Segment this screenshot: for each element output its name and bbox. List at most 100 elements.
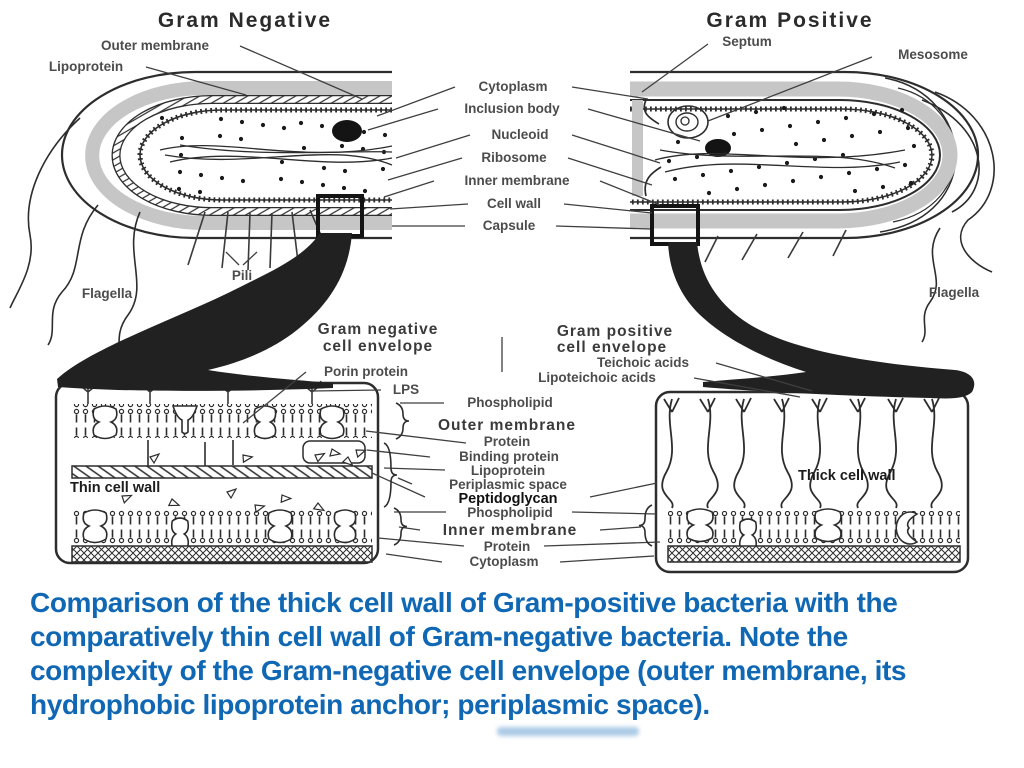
- leader-line: [242, 251, 258, 266]
- leader-line: [571, 134, 661, 164]
- ribosome-dot: [380, 166, 386, 172]
- teichoic-branch: [849, 397, 866, 413]
- septum-wall: [632, 100, 643, 196]
- periplasmic-particles: [121, 448, 368, 514]
- ribosome-dot: [731, 131, 737, 137]
- teichoic-strand: [885, 398, 898, 509]
- ribosome-dot: [666, 158, 672, 164]
- leader-line: [555, 225, 651, 230]
- pilus: [291, 211, 299, 263]
- label-thin-cell-wall: Thin cell wall: [70, 480, 160, 496]
- leader-line: [383, 467, 446, 471]
- leader-line: [385, 553, 443, 563]
- flagella-root: [704, 235, 719, 263]
- leader-line: [366, 449, 431, 458]
- brace: [638, 504, 653, 547]
- membrane-protein: [171, 405, 199, 435]
- leader-line: [371, 472, 426, 498]
- cytoplasm-band: [71, 545, 373, 563]
- ribosome-dot: [874, 166, 880, 172]
- label-protein-bottom: Protein: [484, 539, 531, 554]
- ribosome-dot: [177, 169, 183, 175]
- ribosome-dot: [197, 189, 203, 195]
- leader-line: [571, 511, 657, 515]
- leader-line: [707, 56, 873, 122]
- periplasmic-particle: [329, 448, 342, 457]
- title-gram-negative: Gram Negative: [158, 9, 332, 32]
- leader-line: [225, 251, 240, 266]
- ribosome-dot: [320, 182, 326, 188]
- leader-line: [383, 180, 435, 198]
- ribosome-dot: [361, 129, 367, 135]
- env-title-gn-1: Gram negative: [318, 321, 439, 338]
- grouping-braces: [383, 402, 653, 547]
- leader-line: [311, 389, 382, 392]
- teichoic-branch: [887, 397, 904, 413]
- ribosome-dot: [759, 127, 765, 133]
- leader-line: [367, 108, 439, 131]
- env-title-gp-2: cell envelope: [557, 339, 667, 356]
- ribosome-dot: [880, 184, 886, 190]
- ribosome-dot: [911, 143, 917, 149]
- periplasmic-particle: [226, 487, 238, 500]
- nucleoid-strands: [654, 149, 906, 173]
- leader-line: [567, 157, 653, 186]
- ribosome-dots: [666, 105, 917, 196]
- leader-line: [641, 43, 709, 93]
- ribosome-dot: [694, 154, 700, 160]
- label-cytoplasm-env: Cytoplasm: [469, 554, 538, 569]
- teichoic-branch: [773, 397, 790, 413]
- label-nucleoid: Nucleoid: [491, 127, 548, 142]
- magnification-funnel-right: [668, 242, 975, 399]
- label-outer-membrane-env: Outer membrane: [438, 417, 576, 434]
- ribosome-dot: [846, 170, 852, 176]
- periplasmic-particle: [121, 494, 133, 504]
- ribosome-dot: [762, 182, 768, 188]
- ribosome-dot: [877, 129, 883, 135]
- brace: [383, 442, 398, 508]
- ribosome-dot: [299, 179, 305, 185]
- septum-fold: [643, 99, 662, 197]
- ribosome-dot: [840, 152, 846, 158]
- periplasmic-particle: [312, 502, 326, 512]
- leader-line: [365, 430, 467, 444]
- leader-line: [376, 86, 456, 117]
- teichoic-branch: [663, 397, 680, 413]
- magnification-funnel-left: [57, 233, 352, 391]
- ribosome-dot: [793, 141, 799, 147]
- leader-line: [145, 66, 247, 96]
- ribosome-dot: [908, 180, 914, 186]
- label-cytoplasm: Cytoplasm: [478, 79, 547, 94]
- ribosome-dot: [725, 113, 731, 119]
- leader-line: [395, 134, 471, 159]
- blurred-text-artifact: [497, 727, 639, 736]
- membrane-protein: [267, 509, 293, 544]
- ribosome-dot: [700, 172, 706, 178]
- caption: Comparison of the thick cell wall of Gra…: [30, 586, 990, 722]
- flagella-root: [787, 231, 804, 259]
- ribosome-dot: [790, 178, 796, 184]
- leader-line: [715, 362, 813, 392]
- label-flagella-right: Flagella: [929, 285, 980, 300]
- label-lipoprotein-env: Lipoprotein: [471, 463, 545, 478]
- ribosome-dot: [756, 164, 762, 170]
- nucleoid-strands: [159, 144, 393, 166]
- label-phospholipid-top: Phospholipid: [467, 395, 553, 410]
- ribosome-dot: [871, 111, 877, 117]
- leader-lines: [145, 43, 873, 563]
- label-phospholipid-bottom: Phospholipid: [467, 505, 553, 520]
- inner-membrane-proteins: [82, 509, 357, 552]
- label-inner-membrane-env: Inner membrane: [443, 522, 578, 539]
- ribosome-dot: [260, 122, 266, 128]
- ribosome-dot: [728, 168, 734, 174]
- flagella-roots: [704, 229, 847, 263]
- lps-molecule: [78, 380, 98, 404]
- ribosome-dot: [179, 135, 185, 141]
- lipoprotein-anchors: [147, 440, 234, 468]
- caption-line: Comparison of the thick cell wall of Gra…: [30, 587, 898, 618]
- ribosome-dot: [239, 119, 245, 125]
- ribosome-dot: [815, 119, 821, 125]
- gram-positive-cell: [630, 70, 995, 343]
- env-title-gp-1: Gram positive: [557, 323, 673, 340]
- ribosome-dot: [159, 115, 165, 121]
